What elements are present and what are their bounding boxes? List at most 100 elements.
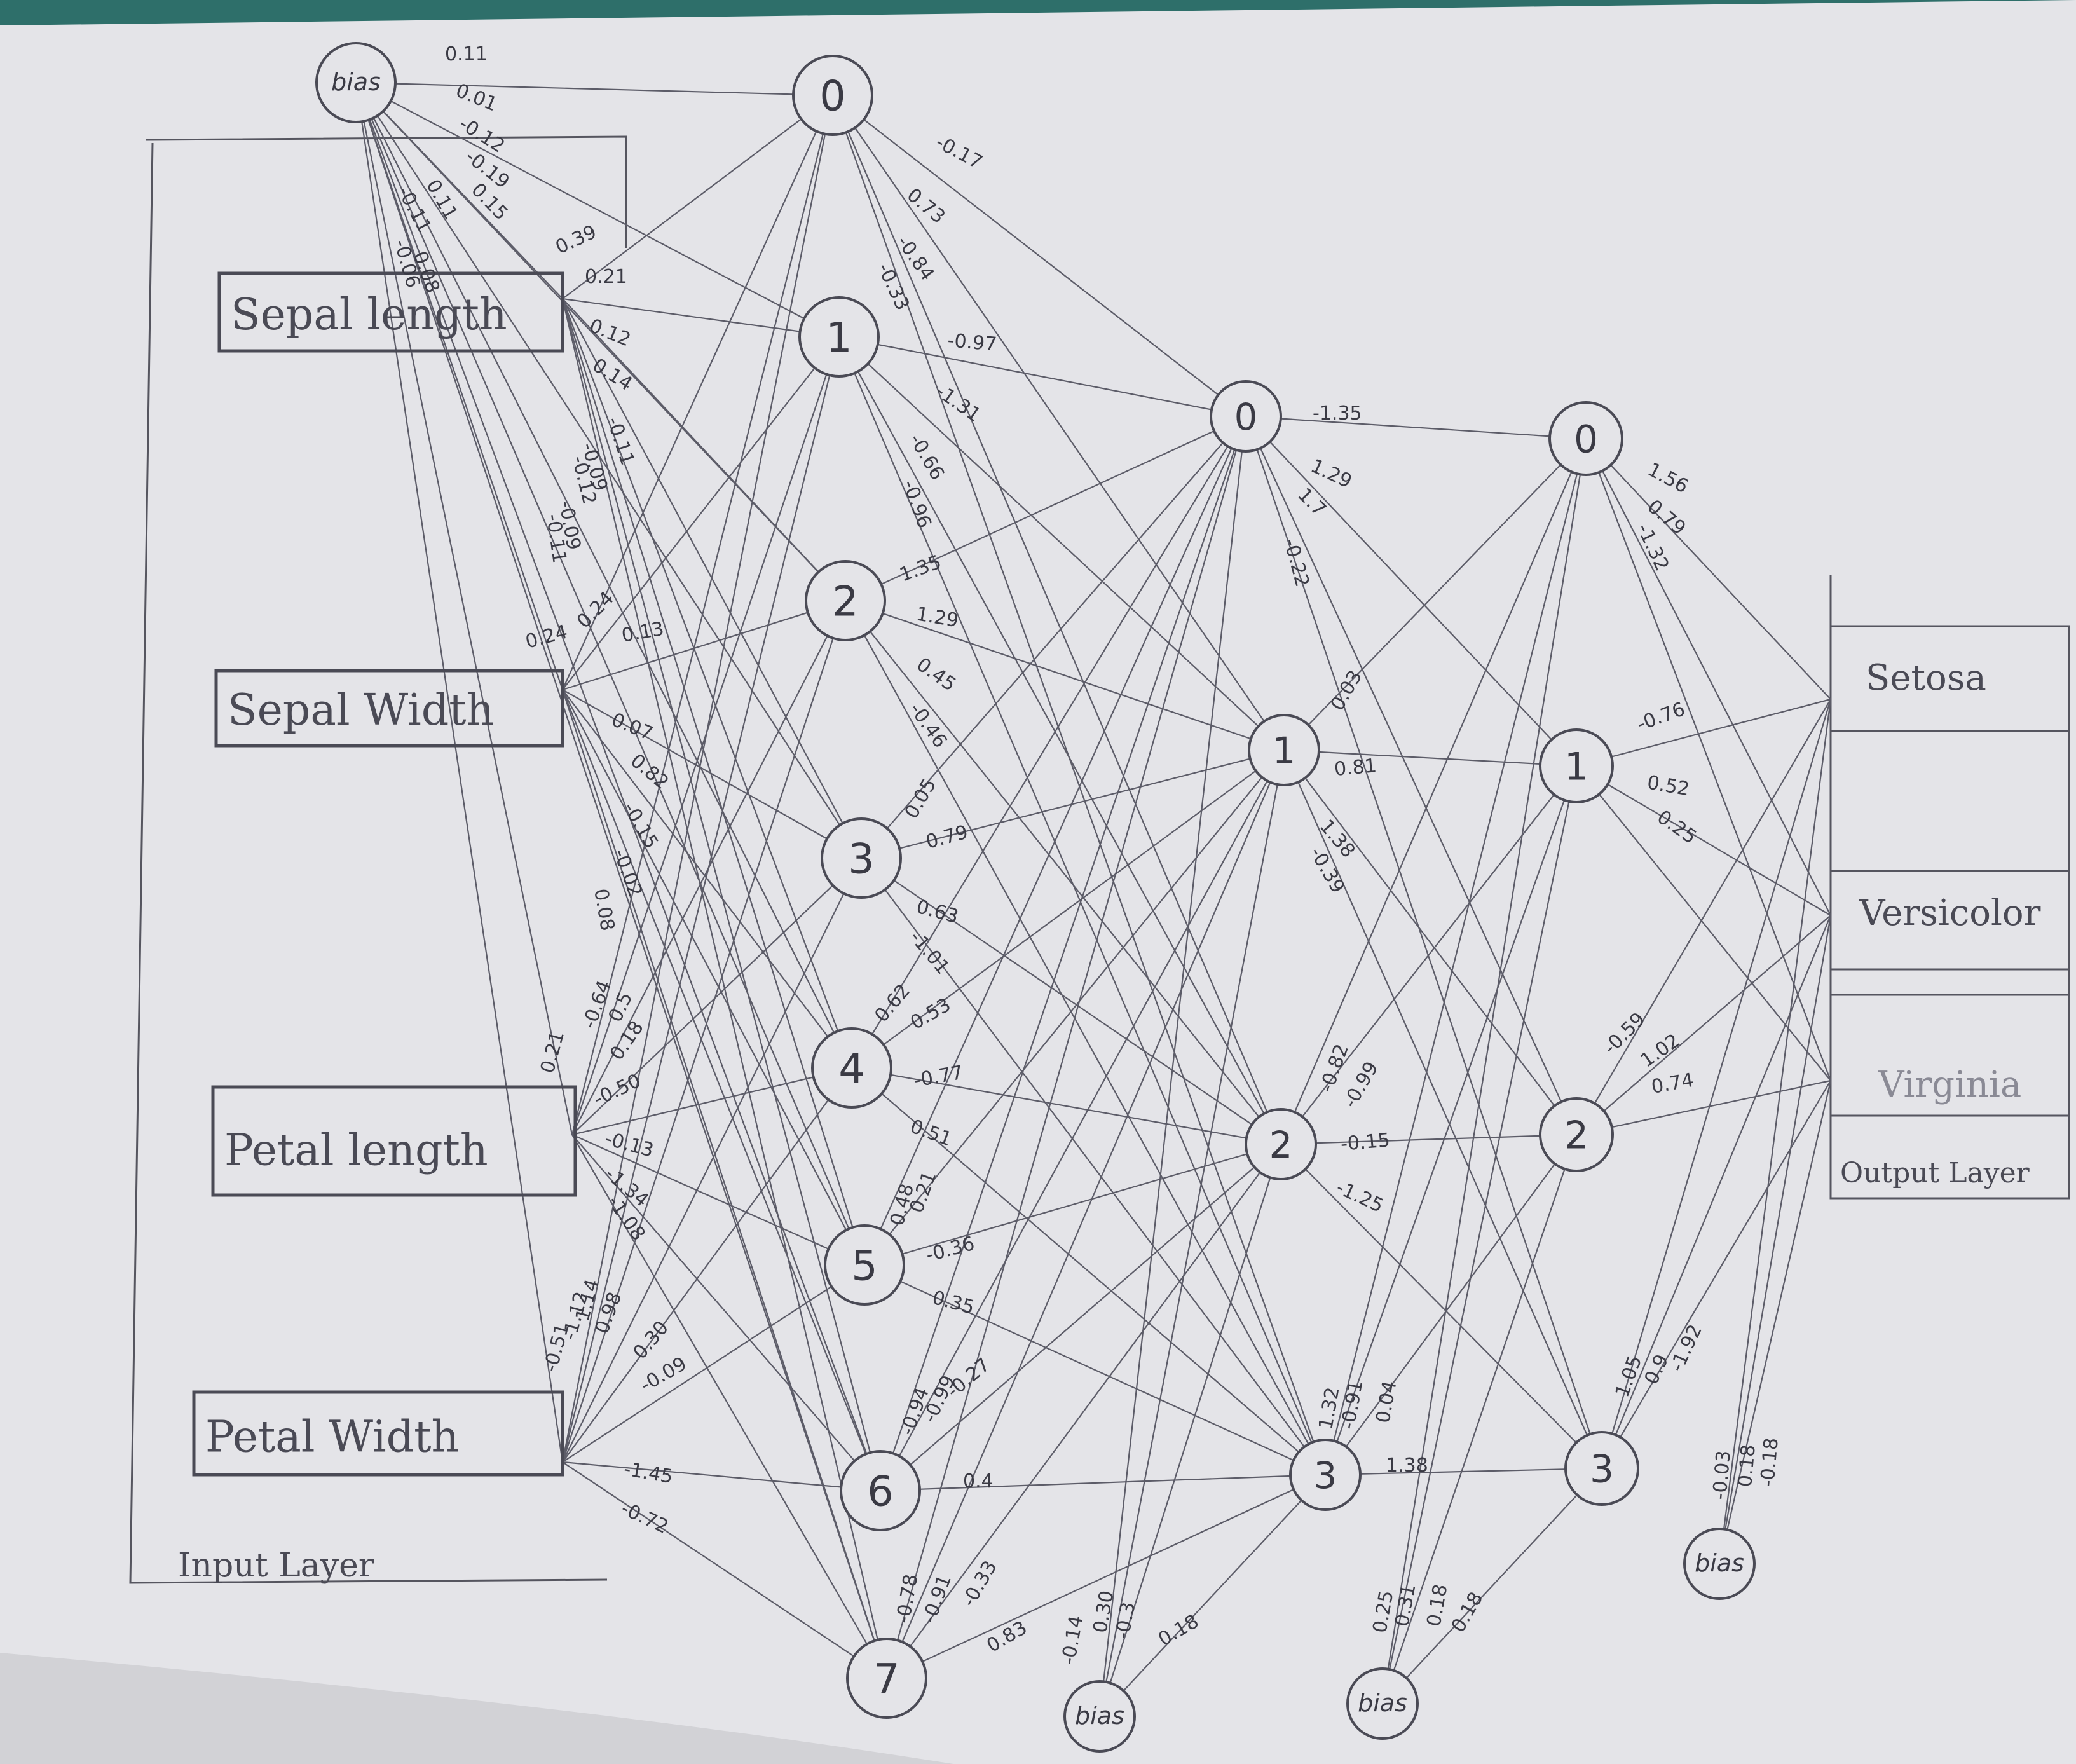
- hidden3-node-0: [1548, 401, 1623, 476]
- weight-h2_3-3: 1.38: [1386, 1454, 1428, 1477]
- edge-biash3-3: [1382, 1468, 1602, 1704]
- edge-h3-3-out-1: [1601, 915, 1832, 1469]
- edge-h2-3-h3-0: [1324, 438, 1587, 1475]
- edge-in0-h1-0: [562, 95, 833, 299]
- edge-h1-2-h2-2: [845, 600, 1281, 1145]
- hidden1-node-5: [824, 1224, 905, 1306]
- weight-bias_to_out-1: 0.18: [1734, 1444, 1760, 1488]
- edge-h1-6-h2-2: [880, 1144, 1281, 1491]
- edge-h2-1-h3-1: [1283, 749, 1577, 767]
- edge-in3-h1-4: [562, 1067, 852, 1463]
- hidden1-node-0-label: 0: [819, 73, 845, 121]
- edge-in2-h1-4: [571, 1067, 852, 1136]
- hidden1-node-3-label: 3: [848, 836, 874, 884]
- edge-bias-h1-6: [355, 82, 882, 1491]
- edge-h3-2-out-0: [1576, 699, 1831, 1135]
- hidden2-node-1: [1248, 714, 1320, 786]
- edge-h1-7-h2-2: [886, 1144, 1281, 1679]
- input-label-0: Sepal length: [231, 290, 507, 340]
- output-layer-label: Output Layer: [1840, 1157, 2030, 1189]
- hidden1-node-7: [846, 1638, 927, 1719]
- edge-in1-h1-4: [562, 689, 852, 1069]
- output-label-setosa: Setosa: [1866, 657, 1986, 699]
- edge-biash3-0: [1381, 438, 1587, 1704]
- edge-h1-6-h2-3: [880, 1473, 1326, 1492]
- edge-h1-1-h2-0: [838, 336, 1246, 418]
- bias-h3-node: [1346, 1667, 1419, 1740]
- edge-h2-0-h3-3: [1245, 416, 1603, 1469]
- edge-in1-h1-6: [561, 689, 882, 1491]
- edge-bias-h1-7: [355, 82, 888, 1679]
- input-label-3: Petal Width: [205, 1412, 459, 1463]
- edge-h1-6-h2-1: [880, 749, 1285, 1491]
- edge-bias-input-1: [355, 82, 564, 690]
- hidden1-node-1: [798, 296, 880, 378]
- hidden3-node-1-label: 1: [1564, 745, 1588, 790]
- hidden2-node-3: [1289, 1439, 1362, 1511]
- edge-in3-h1-0: [561, 95, 834, 1463]
- hidden1-node-0: [792, 55, 873, 136]
- hidden1-node-7-label: 7: [873, 1656, 899, 1704]
- edge-biasout-0: [1718, 699, 1832, 1564]
- input-label-1: Sepal Width: [228, 685, 494, 735]
- edge-h3-2-out-2: [1576, 1079, 1831, 1136]
- edge-in2-h1-0: [571, 95, 834, 1135]
- edge-in2-h1-6: [571, 1134, 881, 1491]
- edge-h1-0-h2-0: [832, 95, 1246, 417]
- edge-in2-h1-3: [571, 858, 862, 1135]
- weight-h2_2-2: -0.15: [1340, 1129, 1391, 1156]
- edge-h1-4-h2-1: [851, 749, 1285, 1069]
- edge-bias-h1-4: [355, 82, 852, 1069]
- input-box-3: [192, 1390, 564, 1477]
- edge-h2-0-h3-1: [1245, 416, 1577, 767]
- edge-h1-1-h2-1: [838, 336, 1285, 751]
- edge-h2-3-h3-2: [1325, 1134, 1577, 1475]
- input-box-0: [217, 271, 564, 353]
- edge-h2-0-h3-0: [1245, 415, 1587, 440]
- edge-in0-h1-6: [561, 298, 882, 1491]
- edge-h3-3-out-2: [1601, 1080, 1831, 1469]
- edge-in2-h1-5: [571, 1133, 865, 1266]
- hidden1-node-6-label: 6: [867, 1468, 893, 1516]
- edge-bias-input-2: [355, 82, 573, 1135]
- edge-biash3-1: [1381, 765, 1578, 1704]
- weight-h1_6-3: 0.4: [963, 1470, 994, 1493]
- edge-h1-5-h2-0: [863, 416, 1247, 1266]
- paper-shadow: [0, 1653, 953, 1764]
- input-layer-frame: [129, 135, 627, 1584]
- hidden1-node-2-label: 2: [832, 578, 858, 626]
- bias-h2-node-label: bias: [1075, 1702, 1124, 1730]
- input-label-2: Petal length: [224, 1125, 488, 1175]
- edge-h2-0-h3-2: [1245, 416, 1577, 1135]
- hidden1-node-4-label: 4: [838, 1046, 864, 1093]
- edge-bias-h1-1: [355, 82, 840, 338]
- hidden1-node-6: [840, 1450, 921, 1531]
- edge-h1-3-h2-0: [861, 416, 1246, 859]
- edge-h1-0-h2-3: [831, 95, 1327, 1475]
- edge-h2-3-h3-1: [1324, 765, 1578, 1475]
- bias-out-node: [1683, 1528, 1756, 1600]
- edge-in1-h1-7: [561, 689, 888, 1679]
- bias-input-node-label: bias: [331, 68, 381, 96]
- weight-bias_to_out-0: -0.03: [1709, 1449, 1735, 1500]
- edge-biasout-2: [1718, 1080, 1832, 1564]
- edge-h3-1-out-1: [1576, 765, 1831, 916]
- edge-bias-h1-0: [355, 81, 833, 97]
- input-box-1: [214, 669, 564, 748]
- hidden3-node-3: [1564, 1431, 1639, 1506]
- edge-h2-2-h3-2: [1280, 1133, 1577, 1145]
- edge-h2-2-h3-0: [1280, 438, 1587, 1145]
- edge-h3-0-out-0: [1585, 438, 1831, 700]
- bias-out-node-label: bias: [1695, 1549, 1744, 1577]
- edge-in3-h1-3: [562, 858, 862, 1463]
- edge-biash2-3: [1099, 1474, 1326, 1717]
- weight-sepal_length-1: 0.21: [585, 266, 627, 288]
- edge-h1-0-h2-1: [832, 95, 1285, 751]
- weight-bias_to_out-2: -0.18: [1756, 1437, 1783, 1487]
- hidden1-node-3: [821, 817, 902, 899]
- output-layer-frame: [1829, 575, 2070, 1200]
- edge-in3-h1-1: [561, 336, 840, 1463]
